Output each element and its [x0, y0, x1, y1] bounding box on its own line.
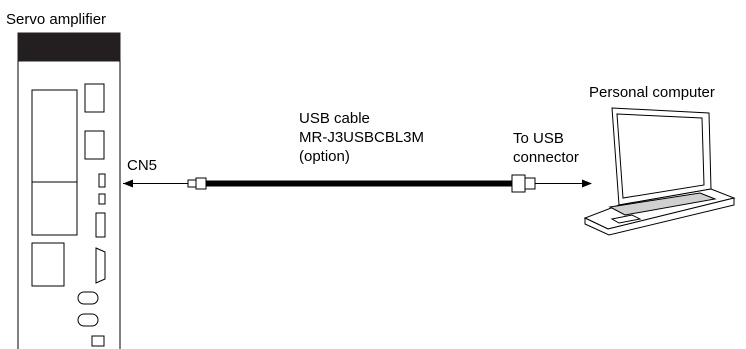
rounded-port-2 — [77, 313, 99, 327]
cable-caption: USB cable MR-J3USBCBL3M (option) — [299, 109, 424, 166]
cable-body — [206, 180, 512, 187]
connector-slot-1 — [84, 83, 105, 113]
servo-amplifier — [17, 32, 121, 349]
small-port — [98, 193, 106, 205]
amplifier-lower-panel — [31, 242, 65, 287]
bottom-port — [91, 335, 105, 347]
cn5-arrowhead — [123, 179, 133, 188]
usb-a-tip — [524, 177, 536, 190]
rounded-port-1 — [77, 291, 99, 305]
cn5-label: CN5 — [127, 157, 158, 174]
laptop-computer — [583, 107, 736, 236]
laptop-base-edge — [584, 197, 735, 236]
usb-a-plug — [511, 174, 526, 193]
connector-slot-2 — [84, 130, 105, 160]
laptop-keyboard — [608, 192, 717, 216]
laptop-screen — [616, 113, 705, 199]
usb-cable — [123, 174, 592, 193]
mini-usb-tip — [187, 179, 197, 188]
mini-usb-plug — [195, 177, 207, 190]
port-rect — [95, 212, 106, 238]
to-usb-label: To USB — [513, 130, 564, 147]
amplifier-front-panel — [31, 89, 78, 236]
laptop-lid — [611, 107, 712, 206]
cable-option-label: (option) — [299, 148, 350, 165]
cn5-port — [98, 173, 106, 188]
laptop-touchpad — [610, 214, 642, 224]
servo-amplifier-label: Servo amplifier — [6, 11, 107, 28]
cable-name-label: USB cable — [299, 110, 370, 127]
amplifier-top-cover — [17, 32, 121, 62]
cable-model-label: MR-J3USBCBL3M — [299, 129, 425, 146]
connector-label: connector — [513, 149, 579, 166]
usb-connector-caption: To USB connector — [513, 129, 579, 167]
usb-arrowhead — [582, 179, 592, 188]
personal-computer-label: Personal computer — [589, 84, 715, 101]
d-sub-connector — [95, 247, 106, 284]
